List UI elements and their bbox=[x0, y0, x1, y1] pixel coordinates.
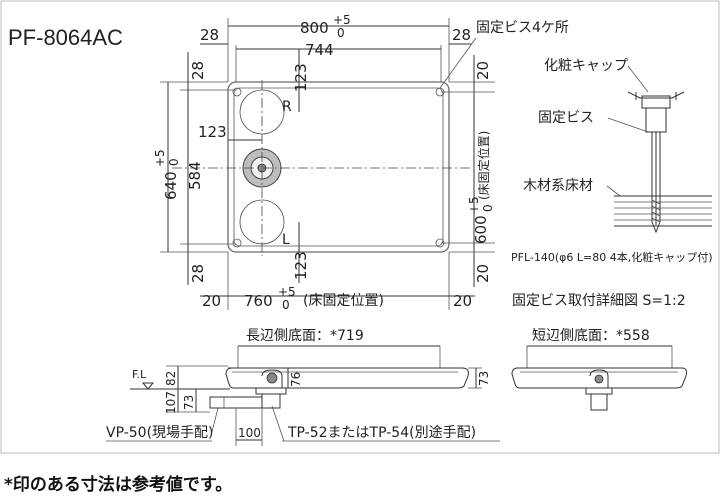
short-side-section: 短辺側底面：*558 bbox=[511, 328, 687, 411]
floor-fix-vertical: 600 bbox=[472, 215, 490, 244]
dim-123-top: 123 bbox=[292, 63, 310, 92]
floor-fix-horizontal-tol-zero: 0 bbox=[282, 298, 290, 312]
height-inner: 584 bbox=[186, 161, 204, 190]
floor-material-label: 木材系床材 bbox=[523, 178, 593, 194]
left-margin-28: 28 bbox=[200, 26, 219, 44]
width-tol-plus: +5 bbox=[333, 13, 351, 27]
floor-fix-vertical-tol-plus: +5 bbox=[467, 196, 481, 214]
dim-82: 82 bbox=[164, 371, 178, 386]
height-overall: 640 bbox=[162, 171, 180, 200]
pan-inner-outline bbox=[233, 87, 444, 247]
long-side-title: 長辺側底面：*719 bbox=[246, 328, 364, 344]
long-side-section: 長辺側底面：*719 F.L 82 107 73 76 73 bbox=[106, 328, 500, 446]
part-spec: PFL-140(φ6 L=80 4本,化粧キャップ付) bbox=[511, 250, 713, 264]
dim-123-left: 123 bbox=[198, 123, 227, 141]
fl-label: F.L bbox=[132, 368, 147, 381]
pan-outer-outline bbox=[227, 81, 450, 253]
dim-76: 76 bbox=[289, 372, 303, 387]
plan-view: R L 800 +5 0 28 28 744 固定ビス4ケ所 123 bbox=[153, 13, 569, 312]
fixing-screws-label: 固定ビス4ケ所 bbox=[476, 20, 569, 36]
floor-fix-horizontal-tol-plus: +5 bbox=[278, 285, 296, 299]
tp-label: TP-52またはTP-54(別途手配) bbox=[287, 424, 476, 441]
top-offset-right-20: 20 bbox=[474, 61, 492, 80]
floor-fix-horizontal: 760 bbox=[244, 292, 273, 310]
dim-73-left: 73 bbox=[182, 395, 196, 410]
mark-l: L bbox=[282, 232, 290, 248]
corner-screw-icon bbox=[232, 87, 242, 97]
bottom-offset-right-20: 20 bbox=[474, 264, 492, 283]
drawing-frame bbox=[0, 0, 720, 454]
detail-caption: 固定ビス取付詳細図 S=1:2 bbox=[512, 293, 686, 309]
height-tol-zero: 0 bbox=[167, 158, 181, 166]
short-side-title: 短辺側底面：*558 bbox=[532, 328, 650, 344]
right-margin-28: 28 bbox=[452, 26, 471, 44]
floor-fix-horizontal-suffix: (床固定位置) bbox=[303, 293, 384, 309]
width-tol-zero: 0 bbox=[337, 26, 345, 40]
mark-r: R bbox=[282, 99, 292, 115]
width-overall: 800 bbox=[300, 19, 329, 37]
floor-fix-vertical-suffix: (床固定位置) bbox=[476, 131, 491, 200]
top-offset-left-28: 28 bbox=[189, 61, 207, 80]
model-title: PF-8064AC bbox=[8, 25, 123, 50]
bottom-right-20: 20 bbox=[453, 292, 472, 310]
floor-fix-vertical-tol-zero: 0 bbox=[481, 204, 495, 212]
screw-label: 固定ビス bbox=[538, 110, 594, 126]
bottom-left-20: 20 bbox=[202, 292, 221, 310]
screw-detail: 化粧キャップ 固定ビス 木材系床材 PFL-140(φ6 L=80 4本,化粧キ… bbox=[511, 58, 713, 309]
dim-107: 107 bbox=[164, 391, 178, 414]
bottom-offset-left-28: 28 bbox=[189, 264, 207, 283]
footnote: *印のある寸法は参考値です。 bbox=[4, 474, 232, 495]
height-tol-plus: +5 bbox=[153, 149, 167, 167]
width-inner: 744 bbox=[305, 41, 334, 59]
vp50-label: VP-50(現場手配) bbox=[106, 425, 214, 441]
corner-screw-icon bbox=[232, 238, 242, 248]
cap-label: 化粧キャップ bbox=[544, 58, 628, 74]
dim-123-bottom: 123 bbox=[292, 251, 310, 280]
dim-73-right: 73 bbox=[477, 371, 491, 386]
dim-100: 100 bbox=[238, 426, 261, 440]
